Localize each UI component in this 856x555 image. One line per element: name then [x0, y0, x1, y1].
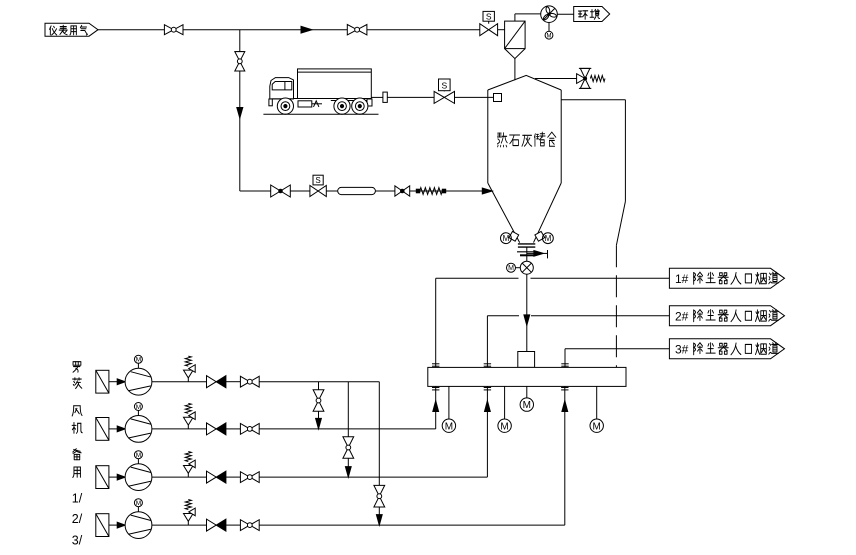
- svg-text:M: M: [136, 404, 141, 411]
- svg-text:S: S: [315, 176, 320, 185]
- svg-text:2#: 2#: [675, 309, 689, 323]
- svg-text:M: M: [545, 234, 552, 243]
- svg-text:M: M: [547, 33, 552, 39]
- svg-text:1#: 1#: [675, 272, 689, 286]
- svg-text:2/: 2/: [72, 512, 83, 526]
- svg-text:1/: 1/: [72, 491, 83, 505]
- svg-text:M: M: [136, 500, 141, 507]
- svg-text:M: M: [508, 265, 514, 272]
- svg-text:M: M: [445, 421, 453, 432]
- svg-text:S: S: [486, 11, 492, 21]
- svg-text:M: M: [503, 234, 510, 243]
- svg-text:S: S: [441, 81, 447, 91]
- svg-text:M: M: [593, 421, 601, 432]
- svg-text:M: M: [136, 452, 141, 459]
- svg-text:M: M: [523, 400, 531, 411]
- svg-text:3/: 3/: [72, 533, 83, 547]
- svg-text:3#: 3#: [675, 342, 689, 356]
- svg-text:M: M: [136, 357, 141, 364]
- svg-text:M: M: [500, 421, 508, 432]
